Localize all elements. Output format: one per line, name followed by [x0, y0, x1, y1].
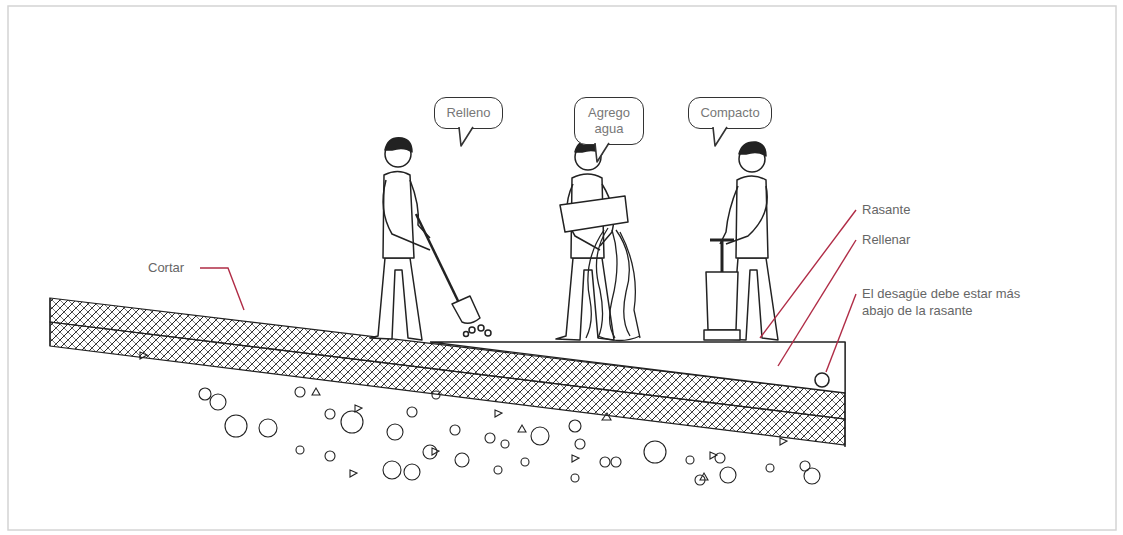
gravel — [140, 352, 820, 485]
fill-wedge — [430, 342, 845, 393]
speech-bubble: Relleno — [434, 97, 503, 129]
worker-compacting — [704, 142, 778, 340]
bubble-text: Agrego agua — [585, 105, 633, 137]
part-label: Rellenar — [862, 231, 910, 248]
worker-watering — [556, 140, 640, 341]
bubble-text: Relleno — [445, 105, 492, 121]
bubble-tail — [593, 142, 617, 164]
leader-line — [200, 210, 856, 372]
soil-layer — [50, 322, 845, 445]
frame — [8, 6, 1116, 530]
speech-bubble: Compacto — [688, 97, 772, 129]
speech-bubble: Agrego agua — [574, 97, 644, 145]
bubble-tail — [711, 126, 735, 148]
part-label: Rasante — [862, 201, 910, 218]
drain-pipe — [815, 373, 829, 387]
part-label: Cortar — [148, 259, 184, 276]
worker-shoveling — [370, 138, 491, 340]
bubble-text: Compacto — [699, 105, 761, 121]
part-label: El desagüe debe estar más abajo de la ra… — [862, 285, 1042, 319]
bubble-tail — [457, 126, 481, 148]
